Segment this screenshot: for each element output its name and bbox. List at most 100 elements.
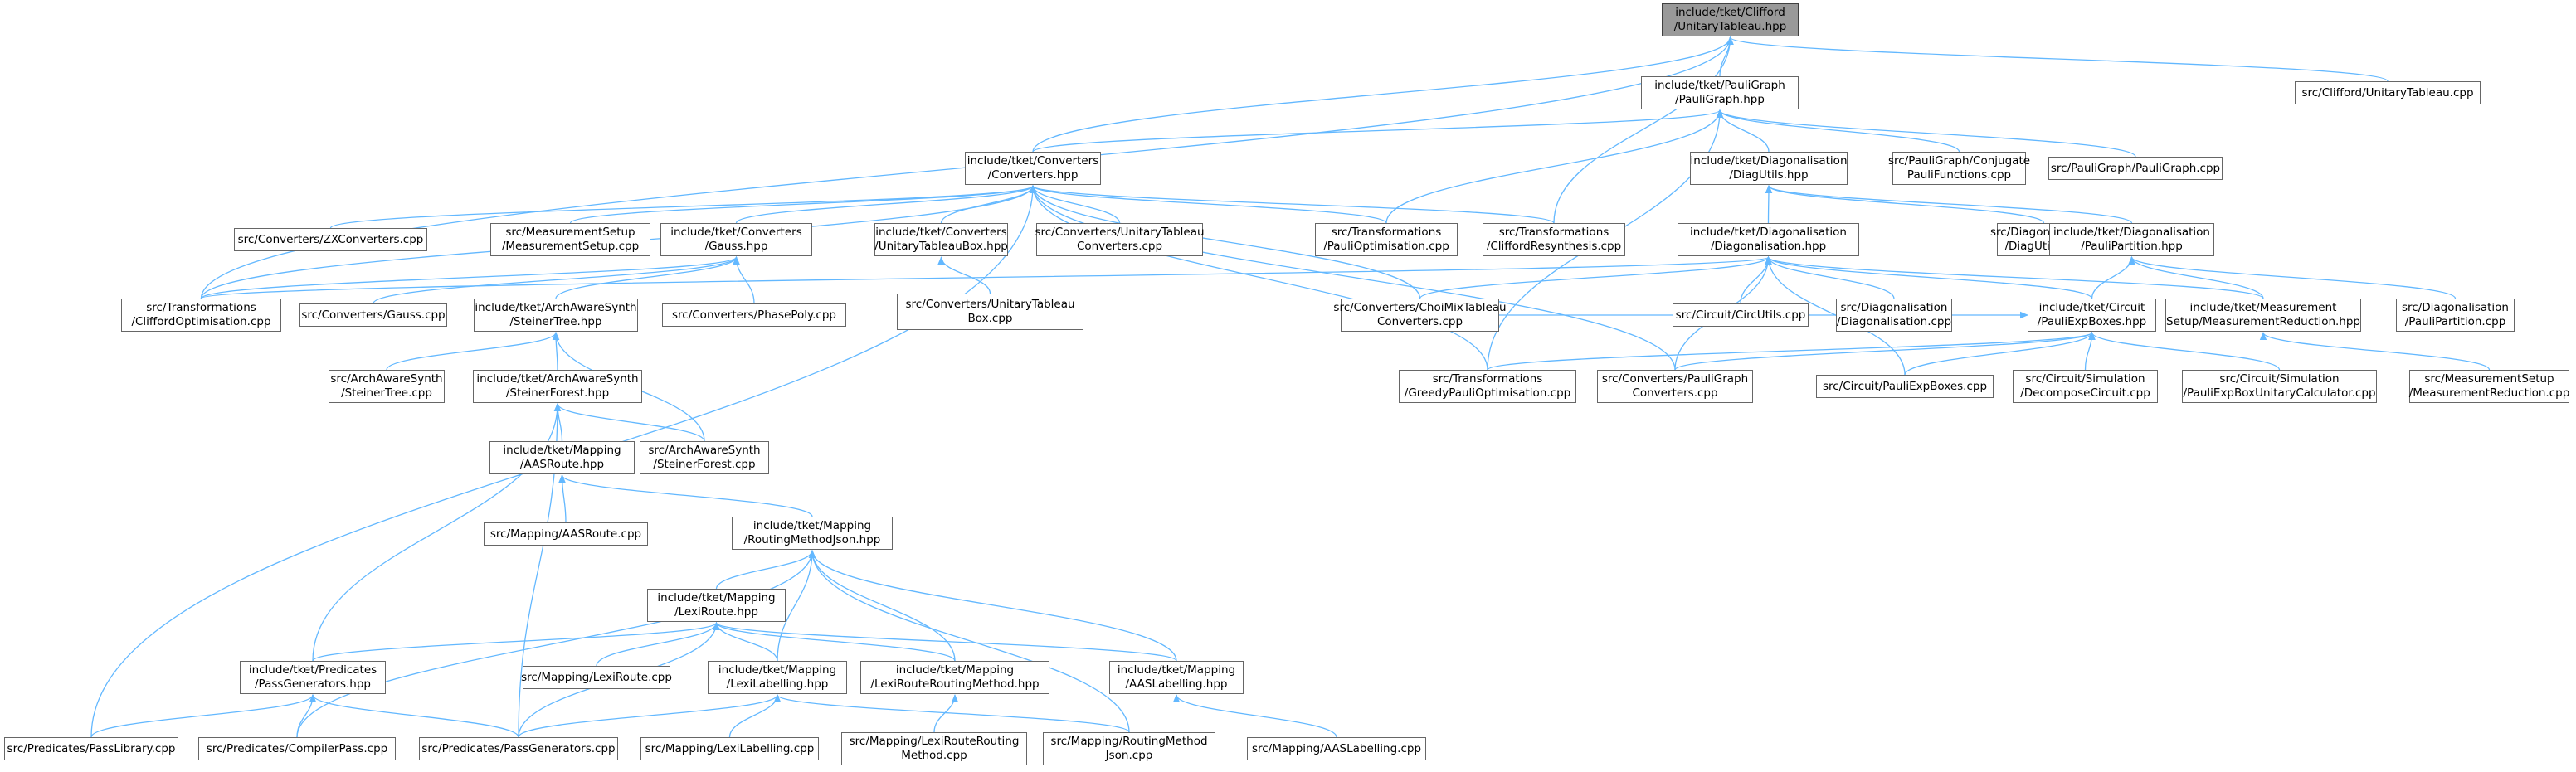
node-label-line: /PauliPartition.hpp xyxy=(2081,240,2183,253)
node-steinerforest-cpp[interactable]: src/ArchAwareSynth/SteinerForest.cpp xyxy=(640,441,769,474)
node-label-line: /AASLabelling.hpp xyxy=(1125,677,1228,691)
node-cliff-ut-cpp[interactable]: src/Clifford/UnitaryTableau.cpp xyxy=(2295,81,2481,104)
node-rmjson-hpp[interactable]: include/tket/Mapping/RoutingMethodJson.h… xyxy=(732,517,893,550)
node-label-line: Json.cpp xyxy=(1105,749,1153,762)
node-pg-hpp[interactable]: include/tket/PauliGraph/PauliGraph.hpp xyxy=(1641,76,1799,109)
node-passlib-cpp[interactable]: src/Predicates/PassLibrary.cpp xyxy=(4,737,178,760)
node-label-line: src/Mapping/LexiLabelling.cpp xyxy=(645,741,815,755)
node-steinerforest-hpp[interactable]: include/tket/ArchAwareSynth/SteinerFores… xyxy=(473,370,642,403)
edge-aasroute_cpp-to-aasroute_hpp xyxy=(558,474,567,523)
node-label-line: /MeasurementReduction.cpp xyxy=(2408,386,2570,400)
node-label-line: include/tket/Diagonalisation xyxy=(1690,226,1847,239)
node-label-line: /CliffordOptimisation.cpp xyxy=(131,315,271,328)
edge-aaslabel_hpp-to-rmjson_hpp xyxy=(808,550,1177,662)
node-pexpcalc-cpp[interactable]: src/Circuit/Simulation/PauliExpBoxUnitar… xyxy=(2182,370,2377,403)
node-label-line: Setup/MeasurementReduction.hpp xyxy=(2166,315,2360,328)
node-steinertree-hpp[interactable]: include/tket/ArchAwareSynth/SteinerTree.… xyxy=(474,299,638,332)
node-label-line: /PauliOptimisation.cpp xyxy=(1323,240,1449,253)
node-label-line: /PauliExpBoxes.hpp xyxy=(2037,315,2147,328)
node-pexpboxes-cpp[interactable]: src/Circuit/PauliExpBoxes.cpp xyxy=(1816,375,1994,398)
node-lexilabel-cpp[interactable]: src/Mapping/LexiLabelling.cpp xyxy=(640,737,819,760)
node-paulipart-cpp[interactable]: src/Diagonalisation/PauliPartition.cpp xyxy=(2396,299,2515,332)
edge-steinerforest_cpp-to-steinerforest_hpp xyxy=(553,403,705,442)
edge-lexiroute_cpp-to-lexiroute_hpp xyxy=(596,622,720,667)
node-gauss-hpp[interactable]: include/tket/Converters/Gauss.hpp xyxy=(660,223,812,256)
node-label-line: /UnitaryTableau.hpp xyxy=(1673,20,1787,33)
node-passgen-hpp[interactable]: include/tket/Predicates/PassGenerators.h… xyxy=(240,661,386,694)
node-passgen-cpp[interactable]: src/Predicates/PassGenerators.cpp xyxy=(419,737,618,760)
edge-lexilabel_cpp-to-lexilabel_hpp xyxy=(728,694,782,738)
node-conv-hpp[interactable]: include/tket/Converters/Converters.hpp xyxy=(965,152,1101,185)
node-label-line: /RoutingMethodJson.hpp xyxy=(743,533,881,546)
node-gauss-cpp[interactable]: src/Converters/Gauss.cpp xyxy=(299,303,447,327)
node-label-line: src/Clifford/UnitaryTableau.cpp xyxy=(2301,85,2474,100)
node-label-line: include/tket/Measurement xyxy=(2189,301,2337,314)
node-lrrm-hpp[interactable]: include/tket/Mapping/LexiRouteRoutingMet… xyxy=(860,661,1049,694)
node-pexpboxes-hpp[interactable]: include/tket/Circuit/PauliExpBoxes.hpp xyxy=(2028,299,2156,332)
node-utbox-hpp[interactable]: include/tket/Converters/UnitaryTableauBo… xyxy=(874,223,1008,256)
node-label-line: /SteinerTree.cpp xyxy=(341,386,432,400)
node-label-line: src/Diagonalisation xyxy=(1840,301,1948,314)
node-diag-cpp[interactable]: src/Diagonalisation/Diagonalisation.cpp xyxy=(1836,299,1952,332)
node-label-line: src/PauliGraph/PauliGraph.cpp xyxy=(2050,161,2221,175)
node-zx-cpp[interactable]: src/Converters/ZXConverters.cpp xyxy=(234,228,427,251)
edge-pgconv_cpp-to-conv_hpp xyxy=(1029,185,1676,371)
node-compilerpass-cpp[interactable]: src/Predicates/CompilerPass.cpp xyxy=(198,737,396,760)
node-aaslabel-cpp[interactable]: src/Mapping/AASLabelling.cpp xyxy=(1247,737,1426,760)
edge-aaslabel_hpp-to-lexiroute_hpp xyxy=(713,622,1177,662)
node-label-line: src/Diagonalisation xyxy=(2401,301,2509,314)
node-aasroute-cpp[interactable]: src/Mapping/AASRoute.cpp xyxy=(484,522,648,546)
node-label-line: src/Mapping/LexiRouteRouting xyxy=(849,735,1020,748)
node-diag-hpp[interactable]: include/tket/Diagonalisation/Diagonalisa… xyxy=(1678,223,1859,256)
node-label-line: src/Mapping/RoutingMethod xyxy=(1050,735,1208,748)
node-meas-setup-cpp[interactable]: src/MeasurementSetup/MeasurementSetup.cp… xyxy=(490,223,650,256)
node-phasepoly-cpp[interactable]: src/Converters/PhasePoly.cpp xyxy=(662,303,846,327)
node-label-line: src/MeasurementSetup xyxy=(505,226,635,239)
node-label-line: Converters.cpp xyxy=(1076,240,1163,253)
node-paulipart-hpp[interactable]: include/tket/Diagonalisation/PauliPartit… xyxy=(2049,223,2214,256)
node-label-line: src/ArchAwareSynth xyxy=(648,444,761,457)
edge-cliffresynth_cpp-to-conv_hpp xyxy=(1030,185,1555,224)
edge-measred_hpp-to-diag_hpp xyxy=(1765,256,2264,299)
node-diagutils-hpp[interactable]: include/tket/Diagonalisation/DiagUtils.h… xyxy=(1690,152,1848,185)
node-cliffopt-cpp[interactable]: src/Transformations/CliffordOptimisation… xyxy=(121,299,281,332)
edge-pexpboxes_hpp-to-paulipart_hpp xyxy=(2091,256,2135,299)
edge-rmjson_cpp-to-lexilabel_hpp xyxy=(773,694,1130,733)
node-greedy-cpp[interactable]: src/Transformations/GreedyPauliOptimisat… xyxy=(1399,370,1576,403)
node-pauliopt-cpp[interactable]: src/Transformations/PauliOptimisation.cp… xyxy=(1315,223,1458,256)
edge-pauliopt_cpp-to-conv_hpp xyxy=(1029,185,1387,224)
node-lexiroute-hpp[interactable]: include/tket/Mapping/LexiRoute.hpp xyxy=(647,589,786,622)
node-pg-cpp[interactable]: src/PauliGraph/PauliGraph.cpp xyxy=(2048,157,2223,180)
edge-cliffopt_cpp-to-gauss_hpp xyxy=(200,256,740,299)
node-label-line: src/Mapping/AASRoute.cpp xyxy=(489,527,642,541)
node-label-line: src/Circuit/Simulation xyxy=(2025,372,2145,386)
node-label-line: src/MeasurementSetup xyxy=(2424,372,2554,386)
edge-utbox_cpp-to-utbox_hpp xyxy=(937,256,991,294)
node-label-line: /SteinerForest.cpp xyxy=(653,458,756,471)
node-aas-steinertree-cpp[interactable]: src/ArchAwareSynth/SteinerTree.cpp xyxy=(329,370,445,403)
node-label-line: Converters.cpp xyxy=(1376,315,1463,328)
node-decomp-cpp[interactable]: src/Circuit/Simulation/DecomposeCircuit.… xyxy=(2013,370,2158,403)
edge-gauss_hpp-to-conv_hpp xyxy=(735,185,1037,224)
node-cliffresynth-cpp[interactable]: src/Transformations/CliffordResynthesis.… xyxy=(1483,223,1625,256)
node-label-line: include/tket/Mapping xyxy=(503,444,621,457)
node-lexilabel-hpp[interactable]: include/tket/Mapping/LexiLabelling.hpp xyxy=(708,661,847,694)
node-root[interactable]: include/tket/Clifford/UnitaryTableau.hpp xyxy=(1662,3,1799,36)
node-label-line: include/tket/ArchAwareSynth xyxy=(476,372,639,386)
node-aaslabel-hpp[interactable]: include/tket/Mapping/AASLabelling.hpp xyxy=(1109,661,1244,694)
node-label-line: /Diagonalisation.hpp xyxy=(1710,240,1827,253)
node-aasroute-hpp[interactable]: include/tket/Mapping/AASRoute.hpp xyxy=(489,441,635,474)
node-measred-cpp[interactable]: src/MeasurementSetup/MeasurementReductio… xyxy=(2409,370,2569,403)
edge-pg_conj_cpp-to-pg_hpp xyxy=(1716,109,1960,153)
node-label-line: src/Converters/ZXConverters.cpp xyxy=(237,232,424,246)
node-circutils-cpp[interactable]: src/Circuit/CircUtils.cpp xyxy=(1673,303,1809,327)
node-lexiroute-cpp[interactable]: src/Mapping/LexiRoute.cpp xyxy=(521,666,672,689)
